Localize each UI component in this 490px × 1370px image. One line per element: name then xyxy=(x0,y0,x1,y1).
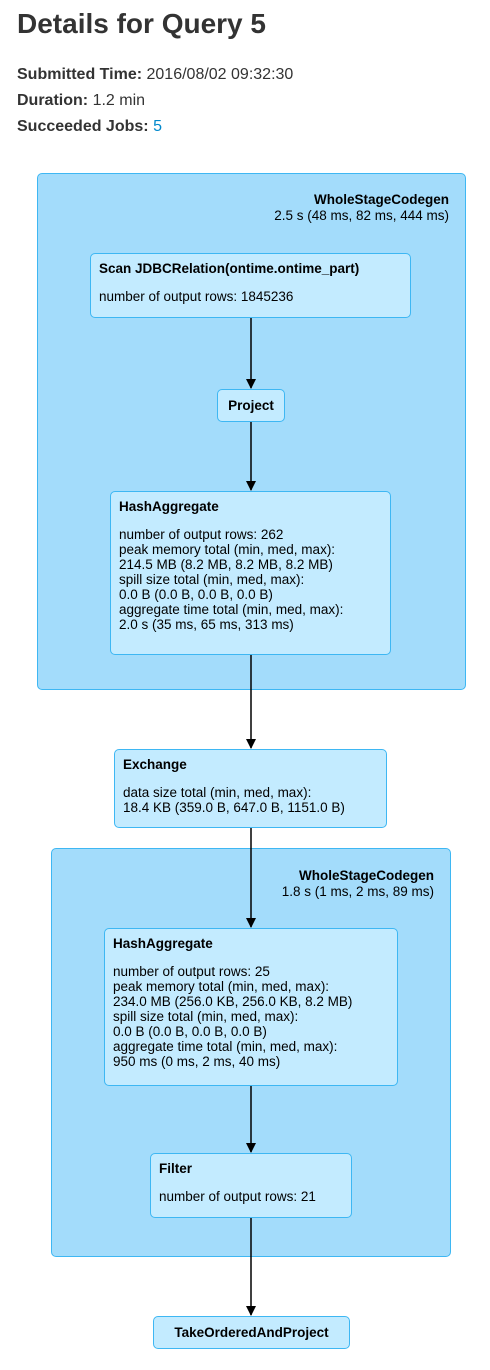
scan-jdbc-title: Scan JDBCRelation(ontime.ontime_part) xyxy=(99,261,360,276)
submitted-time-value: 2016/08/02 09:32:30 xyxy=(146,66,294,83)
query-summary: Submitted Time: 2016/08/02 09:32:30 Dura… xyxy=(17,62,293,140)
succeeded-jobs-row: Succeeded Jobs: 5 xyxy=(17,114,293,140)
scan-jdbc-metric: number of output rows: 1845236 xyxy=(99,289,294,304)
metric-line: number of output rows: 262 xyxy=(119,527,284,542)
exchange-title: Exchange xyxy=(123,757,187,772)
metric-line: 234.0 MB (256.0 KB, 256.0 KB, 8.2 MB) xyxy=(113,994,353,1009)
succeeded-jobs-label: Succeeded Jobs: xyxy=(17,118,149,135)
metric-line: 2.0 s (35 ms, 65 ms, 313 ms) xyxy=(119,617,294,632)
filter-node[interactable]: Filter number of output rows: 21 xyxy=(150,1153,352,1218)
cluster-2-name: WholeStageCodegen xyxy=(298,868,434,883)
metric-line: spill size total (min, med, max): xyxy=(113,1009,299,1024)
page-title: Details for Query 5 xyxy=(17,8,266,39)
take-ordered-and-project-title: TakeOrderedAndProject xyxy=(174,1325,329,1340)
cluster-1-time: 2.5 s (48 ms, 82 ms, 444 ms) xyxy=(274,208,449,223)
metric-line: peak memory total (min, med, max): xyxy=(113,979,330,994)
duration-label: Duration: xyxy=(17,92,89,109)
hash-aggregate-2-title: HashAggregate xyxy=(113,936,213,951)
scan-jdbc-metrics: number of output rows: 1845236 xyxy=(99,289,402,304)
cluster-2-label: WholeStageCodegen 1.8 s (1 ms, 2 ms, 89 … xyxy=(200,868,434,900)
metric-line: peak memory total (min, med, max): xyxy=(119,542,336,557)
exchange-metrics: data size total (min, med, max): 18.4 KB… xyxy=(123,785,378,815)
hash-aggregate-1-metrics: number of output rows: 262 peak memory t… xyxy=(119,527,382,632)
metric-line: aggregate time total (min, med, max): xyxy=(119,602,344,617)
hash-aggregate-1-title: HashAggregate xyxy=(119,499,219,514)
metric-line: 950 ms (0 ms, 2 ms, 40 ms) xyxy=(113,1054,281,1069)
succeeded-jobs-link[interactable]: 5 xyxy=(153,118,162,135)
take-ordered-and-project-node[interactable]: TakeOrderedAndProject xyxy=(153,1316,350,1349)
metric-line: aggregate time total (min, med, max): xyxy=(113,1039,338,1054)
cluster-1-name: WholeStageCodegen xyxy=(313,192,449,207)
filter-title: Filter xyxy=(159,1161,193,1176)
hash-aggregate-node-2[interactable]: HashAggregate number of output rows: 25 … xyxy=(104,928,398,1086)
metric-line: 0.0 B (0.0 B, 0.0 B, 0.0 B) xyxy=(113,1024,267,1039)
metric-line: number of output rows: 25 xyxy=(113,964,270,979)
cluster-2-time: 1.8 s (1 ms, 2 ms, 89 ms) xyxy=(281,884,434,899)
metric-line: 0.0 B (0.0 B, 0.0 B, 0.0 B) xyxy=(119,587,273,602)
metric-line: 18.4 KB (359.0 B, 647.0 B, 1151.0 B) xyxy=(123,800,345,815)
cluster-1-label: WholeStageCodegen 2.5 s (48 ms, 82 ms, 4… xyxy=(200,192,449,224)
exchange-node[interactable]: Exchange data size total (min, med, max)… xyxy=(114,749,387,828)
duration-row: Duration: 1.2 min xyxy=(17,88,293,114)
scan-jdbc-node[interactable]: Scan JDBCRelation(ontime.ontime_part) nu… xyxy=(90,253,411,318)
project-title: Project xyxy=(228,398,274,413)
filter-metrics: number of output rows: 21 xyxy=(159,1189,343,1204)
hash-aggregate-2-metrics: number of output rows: 25 peak memory to… xyxy=(113,964,389,1069)
hash-aggregate-node-1[interactable]: HashAggregate number of output rows: 262… xyxy=(110,491,391,655)
metric-line: data size total (min, med, max): xyxy=(123,785,312,800)
duration-value: 1.2 min xyxy=(92,92,146,109)
metric-line: number of output rows: 21 xyxy=(159,1189,316,1204)
submitted-time-row: Submitted Time: 2016/08/02 09:32:30 xyxy=(17,62,293,88)
project-node[interactable]: Project xyxy=(217,389,285,422)
metric-line: spill size total (min, med, max): xyxy=(119,572,305,587)
metric-line: 214.5 MB (8.2 MB, 8.2 MB, 8.2 MB) xyxy=(119,557,333,572)
submitted-time-label: Submitted Time: xyxy=(17,66,143,83)
